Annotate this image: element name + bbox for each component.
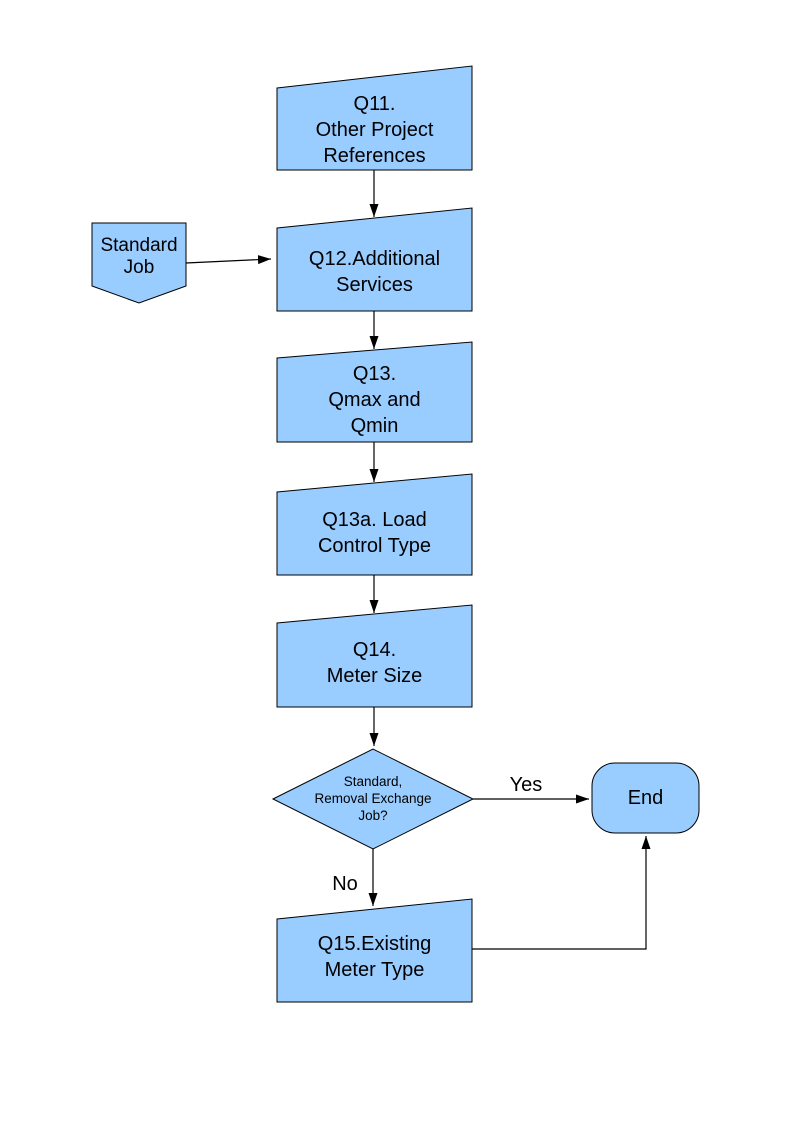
node-q13-shape <box>276 341 473 443</box>
node-end-shape <box>591 762 700 834</box>
node-q14-shape <box>276 604 473 708</box>
node-q13a-shape <box>276 473 473 576</box>
connector-standard-job-to-q12 <box>185 255 272 265</box>
node-decision-shape <box>271 748 475 850</box>
node-q11-shape <box>276 65 473 171</box>
node-q12-shape <box>276 207 473 312</box>
connector-q15-to-end <box>472 836 651 950</box>
node-standard-job-shape <box>91 222 187 304</box>
node-q15-shape <box>276 898 473 1003</box>
